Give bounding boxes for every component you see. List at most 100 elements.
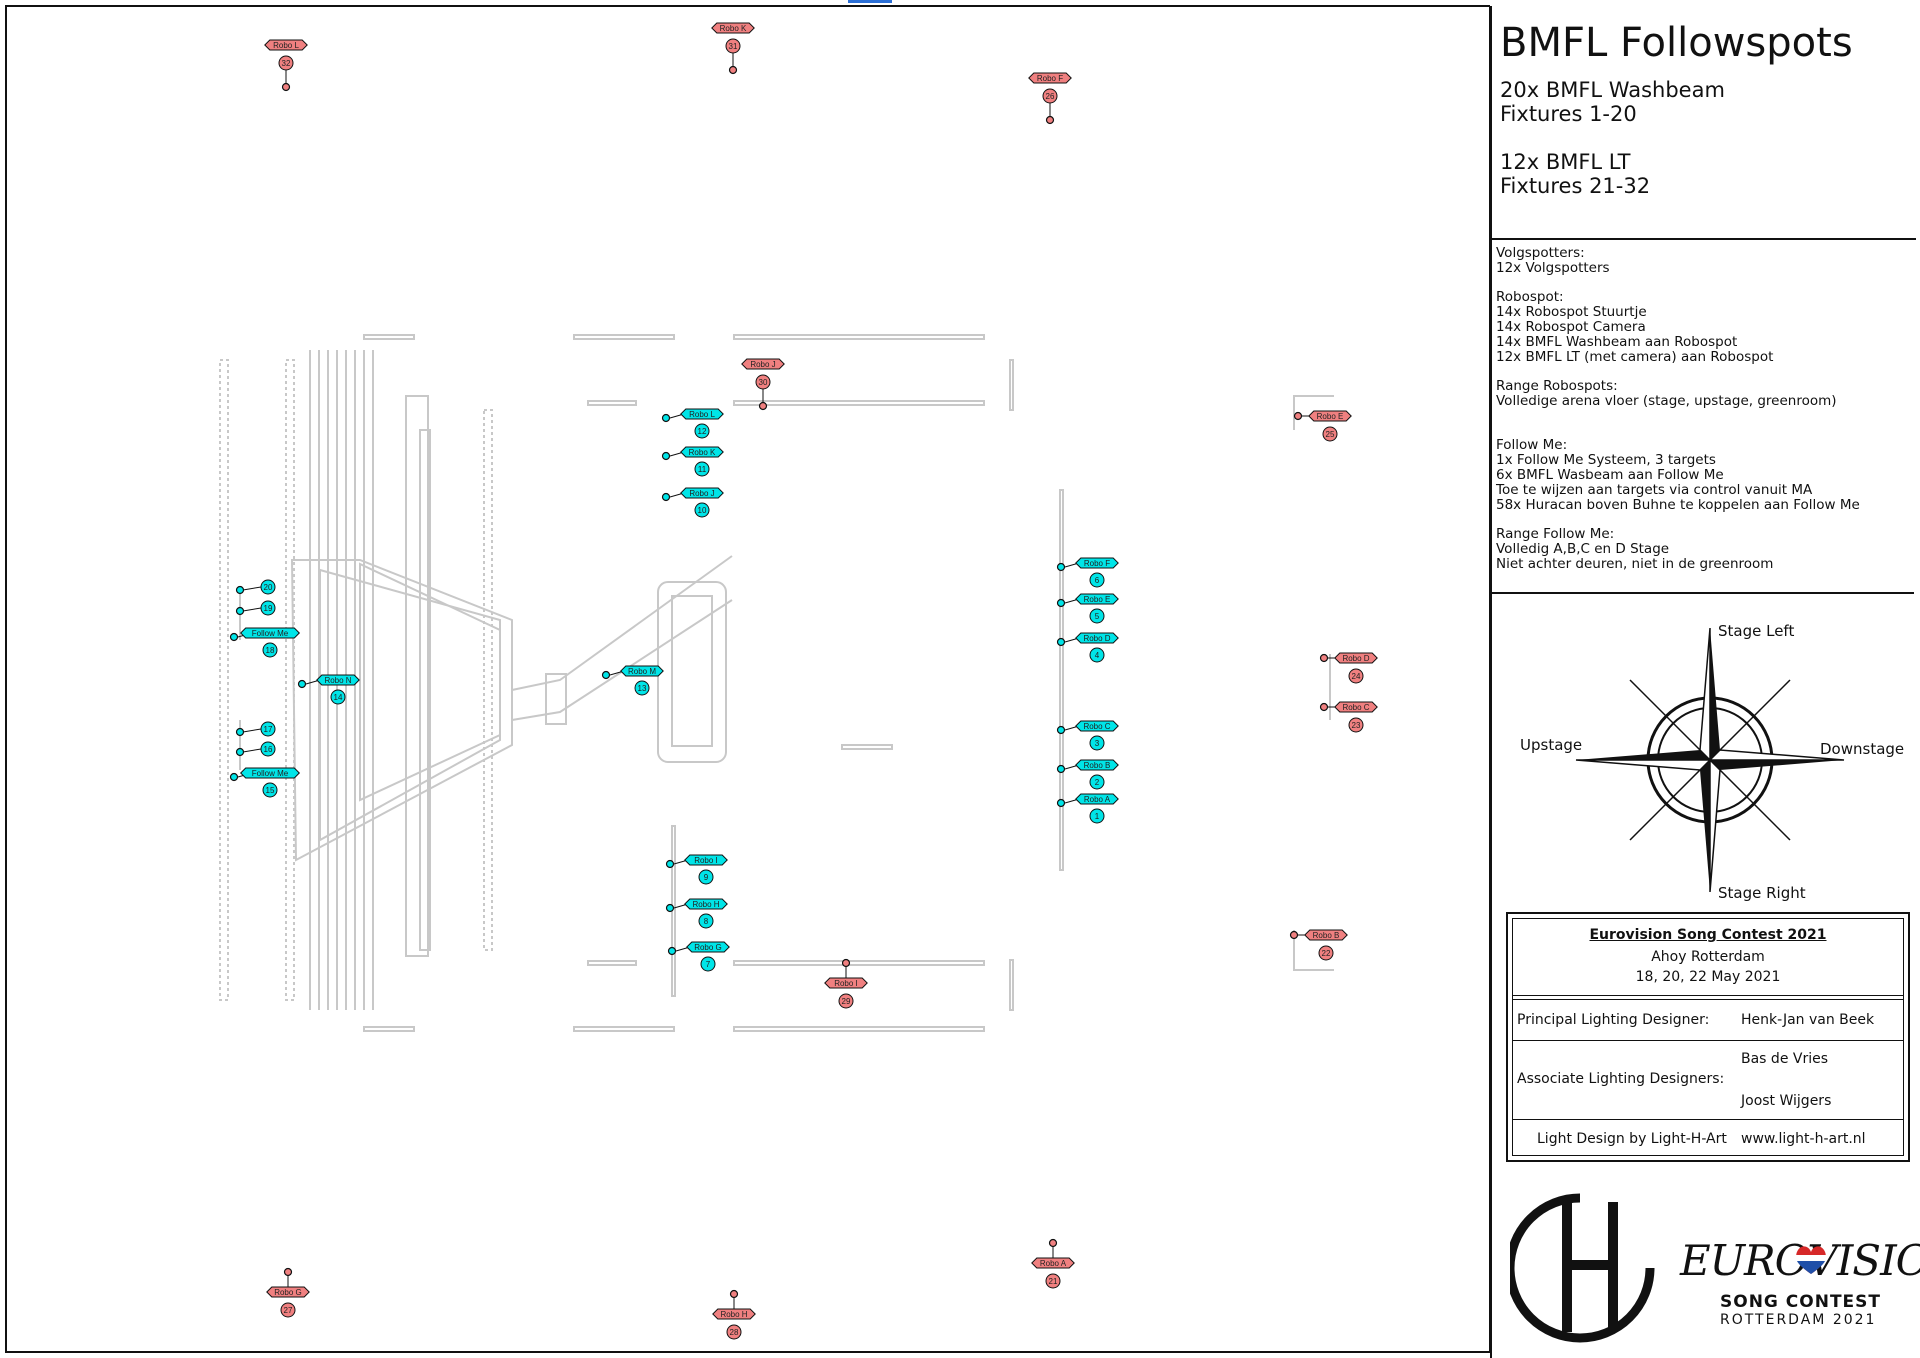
title-block: BMFL Followspots 20x BMFL Washbeam Fixtu… bbox=[1490, 6, 1916, 240]
event-title: Eurovision Song Contest 2021 bbox=[1589, 927, 1827, 943]
principal-label: Principal Lighting Designer: bbox=[1517, 1012, 1710, 1028]
fixture-16[interactable]: 16 bbox=[235, 741, 276, 757]
notes-line: 12x BMFL LT (met camera) aan Robospot bbox=[1496, 348, 1774, 365]
fixture-label: Robo C bbox=[1083, 722, 1110, 731]
fixture-number: 11 bbox=[698, 465, 707, 474]
fixture-6[interactable]: Robo F6 bbox=[1056, 557, 1119, 588]
mount-point bbox=[1048, 1238, 1058, 1248]
notes-line: 1x Follow Me Systeem, 3 targets bbox=[1496, 452, 1716, 469]
title-line: Fixtures 1-20 bbox=[1500, 102, 1637, 126]
fixture-20[interactable]: 20 bbox=[235, 579, 276, 595]
fixture-tag bbox=[620, 665, 664, 677]
mount-point bbox=[728, 65, 738, 75]
fixture-number-badge bbox=[330, 689, 346, 705]
fixture-tag bbox=[824, 977, 868, 989]
mount-point bbox=[661, 451, 671, 461]
fixture-2[interactable]: Robo B2 bbox=[1056, 759, 1119, 790]
fixture-label: Robo A bbox=[1040, 1259, 1067, 1268]
mount-point bbox=[297, 679, 307, 689]
fixture-4[interactable]: Robo D4 bbox=[1056, 632, 1119, 663]
fixture-number-badge bbox=[1322, 426, 1338, 442]
fixture-23[interactable]: Robo C 23 bbox=[1319, 701, 1378, 733]
fixture-32[interactable]: Robo L32 bbox=[264, 39, 308, 92]
mount-point bbox=[1319, 653, 1329, 663]
fixture-tag bbox=[1075, 793, 1119, 805]
website-link[interactable]: www.light-h-art.nl bbox=[1741, 1131, 1866, 1147]
fixture-label: Follow Me bbox=[252, 769, 289, 778]
fixture-number-badge bbox=[1089, 608, 1105, 624]
compass-label-east: Downstage bbox=[1820, 740, 1905, 758]
fixture-7[interactable]: Robo G7 bbox=[667, 941, 730, 972]
fixture-number-badge bbox=[694, 502, 710, 518]
fixture-14[interactable]: Robo N14 bbox=[297, 674, 360, 705]
fixture-12[interactable]: Robo L12 bbox=[661, 408, 724, 439]
mount-point bbox=[229, 632, 239, 642]
fixture-31[interactable]: Robo K31 bbox=[711, 22, 755, 75]
fixture-number: 3 bbox=[1095, 739, 1100, 748]
fixture-label: Robo N bbox=[324, 676, 351, 685]
fixture-number-badge bbox=[726, 1324, 742, 1340]
fixture-11[interactable]: Robo K 11 bbox=[661, 446, 724, 477]
panel-divider bbox=[1490, 594, 1492, 1358]
fixture-13[interactable]: Robo M13 bbox=[601, 665, 664, 696]
notes-line: 6x BMFL Wasbeam aan Follow Me bbox=[1496, 466, 1724, 483]
fixture-27[interactable]: Robo G27 bbox=[266, 1267, 310, 1318]
venue: Ahoy Rotterdam bbox=[1651, 949, 1765, 965]
mount-point bbox=[841, 958, 851, 968]
fixture-tag bbox=[239, 627, 301, 639]
fixture-label: Robo F bbox=[1037, 74, 1063, 83]
notes-line: Robospot: bbox=[1496, 289, 1564, 306]
fixture-8[interactable]: Robo H8 bbox=[665, 898, 728, 929]
fixture-5[interactable]: Robo E5 bbox=[1056, 593, 1119, 624]
fixture-label: Robo D bbox=[1083, 634, 1110, 643]
fixture-number-badge bbox=[694, 461, 710, 477]
compass-label-west: Upstage bbox=[1520, 736, 1583, 754]
notes-line: Volledig A,B,C en D Stage bbox=[1496, 540, 1670, 557]
mount-point bbox=[661, 492, 671, 502]
fixture-number-badge bbox=[1089, 808, 1105, 824]
fixture-25[interactable]: Robo E25 bbox=[1293, 410, 1352, 442]
fixture-label: Robo K bbox=[689, 448, 716, 457]
mount-point bbox=[235, 585, 245, 595]
fixture-tag bbox=[1075, 557, 1119, 569]
fixture-9[interactable]: Robo I9 bbox=[665, 854, 728, 885]
fixture-label: Robo C bbox=[1342, 703, 1369, 712]
mount-point bbox=[665, 859, 675, 869]
fixture-26[interactable]: Robo F26 bbox=[1028, 72, 1072, 125]
fixture-tag bbox=[680, 487, 724, 499]
associate-name-1: Bas de Vries bbox=[1741, 1051, 1829, 1067]
fixture-30[interactable]: Robo J30 bbox=[741, 358, 785, 411]
mount-point bbox=[235, 747, 245, 757]
notes-line: Toe te wijzen aan targets via control va… bbox=[1496, 481, 1813, 498]
fixture-number: 23 bbox=[1352, 721, 1361, 730]
notes-line: Range Follow Me: bbox=[1496, 526, 1615, 543]
fixture-label: Robo J bbox=[750, 360, 775, 369]
fixture-3[interactable]: Robo C 3 bbox=[1056, 720, 1119, 751]
fixture-29[interactable]: Robo I29 bbox=[824, 958, 868, 1009]
fixture-21[interactable]: Robo A21 bbox=[1031, 1238, 1075, 1289]
fixture-number: 8 bbox=[704, 917, 709, 926]
fixture-24[interactable]: Robo D24 bbox=[1319, 652, 1378, 684]
mount-point bbox=[281, 82, 291, 92]
title-line: 12x BMFL LT bbox=[1500, 150, 1631, 174]
fixture-17[interactable]: 17 bbox=[235, 721, 276, 737]
notes-line: 12x Volgspotters bbox=[1496, 259, 1610, 276]
fixture-10[interactable]: Robo J10 bbox=[661, 487, 724, 518]
fixture-number-badge bbox=[698, 913, 714, 929]
fixture-number: 6 bbox=[1095, 576, 1100, 585]
fixture-28[interactable]: Robo H28 bbox=[712, 1289, 756, 1340]
associate-name-2: Joost Wijgers bbox=[1741, 1093, 1832, 1109]
fixture-22[interactable]: Robo B22 bbox=[1289, 929, 1348, 961]
fixture-1[interactable]: Robo A1 bbox=[1056, 793, 1119, 824]
credits-box: Eurovision Song Contest 2021 Ahoy Rotter… bbox=[1506, 912, 1910, 1162]
fixture-tag bbox=[266, 1286, 310, 1298]
fixture-tag bbox=[1028, 72, 1072, 84]
fixture-number: 17 bbox=[264, 725, 273, 734]
fixture-number: 22 bbox=[1322, 949, 1331, 958]
mount-point bbox=[661, 413, 671, 423]
fixture-number-badge bbox=[260, 579, 276, 595]
fixture-19[interactable]: 19 bbox=[235, 600, 276, 616]
notes-line: Follow Me: bbox=[1496, 437, 1568, 454]
